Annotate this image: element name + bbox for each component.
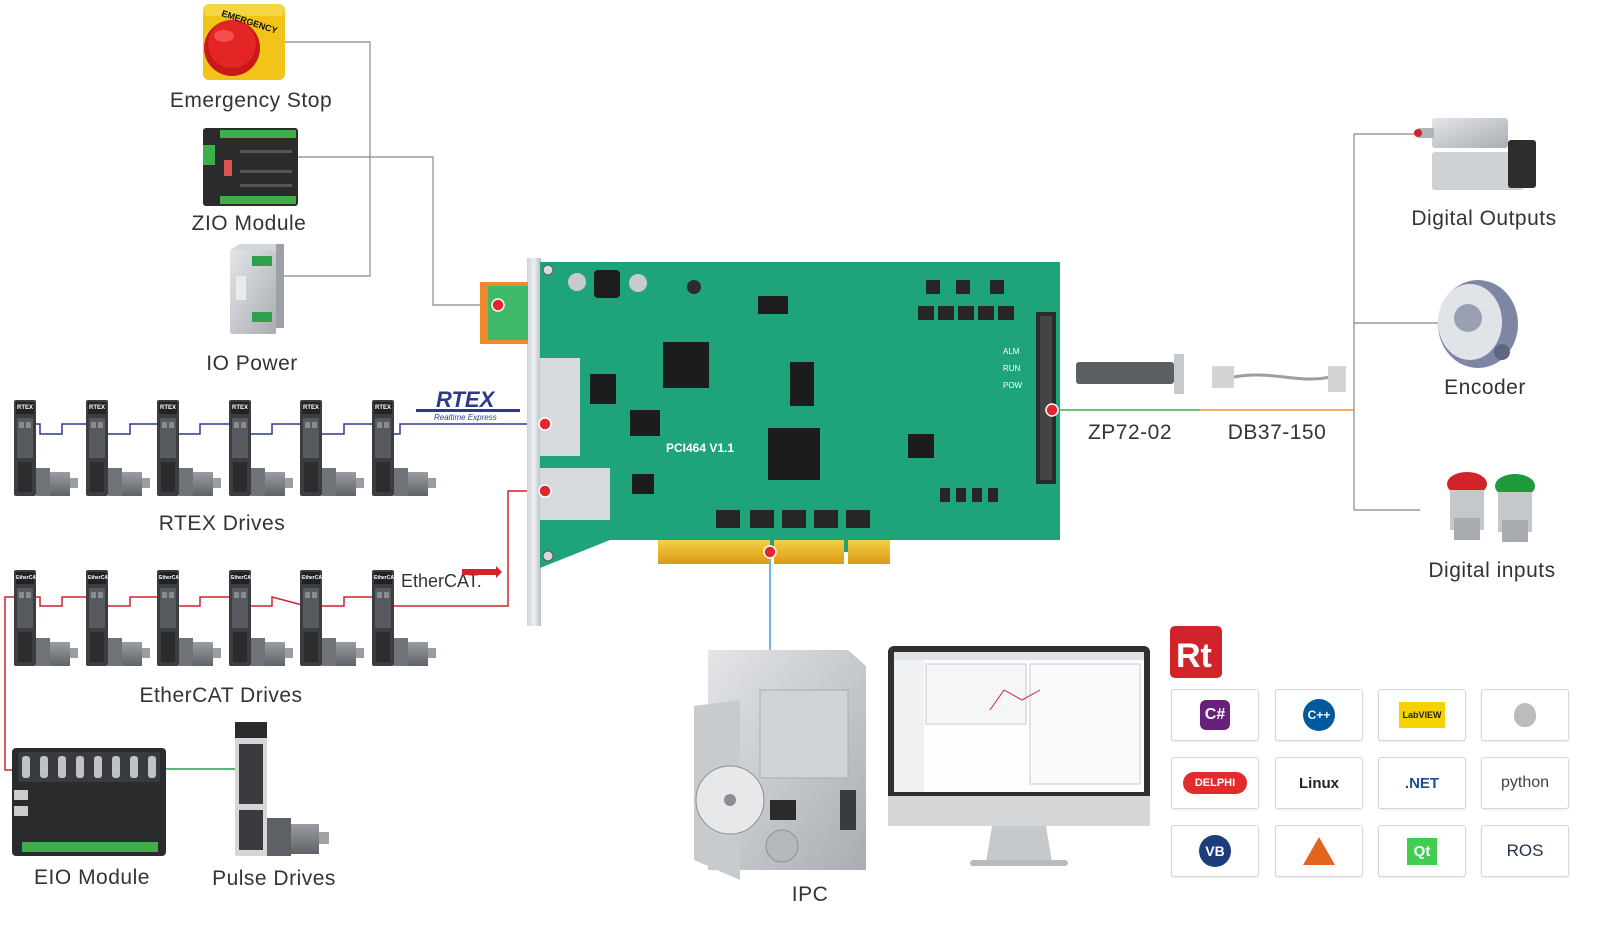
- matlab-icon: [1303, 837, 1335, 865]
- vb-logo-tile: VB: [1171, 825, 1259, 877]
- zp72-cable-icon: [1076, 354, 1184, 394]
- svg-text:EtherCAT.: EtherCAT.: [401, 571, 482, 591]
- dotnet-icon: .NET: [1404, 774, 1440, 792]
- svg-text:RTEX: RTEX: [160, 405, 176, 411]
- rtex-drive-group: [14, 400, 436, 496]
- digital-outputs-label: Digital Outputs: [1411, 207, 1557, 230]
- eio-module-label: EIO Module: [34, 866, 150, 889]
- ethercat-drive: [86, 570, 150, 666]
- digital-outputs-icon: [1414, 118, 1536, 190]
- pci-card: PCI464 V1.1 ALM RUN POW: [480, 258, 1060, 626]
- dotnet-logo-tile: .NET: [1378, 757, 1466, 809]
- eio-module-icon: [12, 748, 166, 856]
- labview-logo-tile: LabVIEW: [1378, 689, 1466, 741]
- estop-wire: [280, 41, 371, 277]
- emergency-stop-label: Emergency Stop: [169, 89, 333, 112]
- digital-inputs-icon: [1447, 472, 1535, 542]
- ros-icon: ROS: [1506, 841, 1544, 860]
- ethercat-drives-label: EtherCAT Drives: [139, 684, 303, 707]
- ros-logo-tile: ROS: [1481, 825, 1569, 877]
- rtex-drive: [229, 400, 293, 496]
- labview-icon: LabVIEW: [1399, 702, 1445, 728]
- vb-icon: VB: [1199, 835, 1231, 867]
- ethercat-drive: [157, 570, 221, 666]
- encoder-label: Encoder: [1444, 376, 1526, 399]
- digital-inputs-label: Digital inputs: [1428, 559, 1556, 582]
- rtex-drive: [86, 400, 150, 496]
- csharp-icon: C#: [1200, 700, 1230, 730]
- board-name: PCI464 V1.1: [666, 441, 734, 455]
- cpp-icon: C++: [1303, 699, 1335, 731]
- db37-cable-icon: [1212, 366, 1346, 392]
- svg-text:RTEX: RTEX: [436, 387, 496, 412]
- svg-text:Rt: Rt: [1176, 637, 1212, 675]
- rtex-drive: [157, 400, 221, 496]
- ipc-label: IPC: [791, 883, 829, 906]
- csharp-logo-tile: C#: [1171, 689, 1259, 741]
- pulse-drives-label: Pulse Drives: [212, 867, 336, 890]
- ethercat-drive: [229, 570, 293, 666]
- apple-icon: [1514, 703, 1536, 727]
- delphi-logo-tile: DELPHI: [1171, 757, 1259, 809]
- linux-icon: Linux: [1299, 774, 1339, 792]
- svg-text:EtherCAT: EtherCAT: [159, 575, 182, 581]
- svg-text:EtherCAT: EtherCAT: [374, 575, 397, 581]
- apple-logo-tile: [1481, 689, 1569, 741]
- svg-text:RTEX: RTEX: [89, 405, 105, 411]
- rtex-logo: RTEX Realtime Express: [416, 387, 520, 422]
- svg-text:RTEX: RTEX: [232, 405, 248, 411]
- ipc-icon: [694, 650, 866, 880]
- svg-text:RTEX: RTEX: [375, 405, 391, 411]
- ethercat-logo: EtherCAT.: [401, 566, 502, 591]
- svg-text:EtherCAT: EtherCAT: [88, 575, 111, 581]
- python-icon: python: [1500, 774, 1550, 791]
- pulse-drive-icon: [235, 722, 329, 856]
- db37-label: DB37-150: [1227, 421, 1327, 444]
- rtex-drive-badges: RTEX RTEX RTEX RTEX RTEX RTEX: [17, 405, 391, 411]
- emergency-stop-icon: EMERGENCY: [203, 4, 285, 80]
- zio-module-icon: [203, 128, 298, 206]
- linux-logo-tile: Linux: [1275, 757, 1363, 809]
- rtex-drive: [300, 400, 364, 496]
- cpp-logo-tile: C++: [1275, 689, 1363, 741]
- svg-text:RTEX: RTEX: [303, 405, 319, 411]
- svg-text:Realtime Express: Realtime Express: [434, 413, 497, 422]
- svg-text:EtherCAT: EtherCAT: [231, 575, 254, 581]
- matlab-logo-tile: [1275, 825, 1363, 877]
- io-power-label: IO Power: [206, 352, 298, 375]
- zio-wire: [298, 156, 480, 306]
- ethercat-drive: [14, 570, 78, 666]
- zp72-label: ZP72-02: [1087, 421, 1173, 444]
- qt-logo-tile: Qt: [1378, 825, 1466, 877]
- rtex-drive: [14, 400, 78, 496]
- io-power-icon: [230, 244, 284, 334]
- qt-icon: Qt: [1406, 837, 1438, 865]
- svg-text:EtherCAT: EtherCAT: [302, 575, 325, 581]
- monitor-icon: [888, 646, 1150, 866]
- rtex-drives-label: RTEX Drives: [158, 512, 286, 535]
- rtex-drive: [372, 400, 436, 496]
- led-pow: POW: [1003, 381, 1023, 390]
- ethercat-drive-group: [14, 570, 436, 666]
- ethercat-drive-badges: EtherCAT EtherCAT EtherCAT EtherCAT Ethe…: [16, 575, 397, 581]
- python-logo-tile: python: [1481, 757, 1569, 809]
- ethercat-drive: [300, 570, 364, 666]
- led-alm: ALM: [1003, 347, 1020, 356]
- zio-module-label: ZIO Module: [191, 212, 307, 235]
- encoder-icon: [1438, 280, 1518, 368]
- svg-text:RTEX: RTEX: [17, 405, 33, 411]
- rt-logo: Rt: [1170, 626, 1222, 678]
- svg-text:EtherCAT: EtherCAT: [16, 575, 39, 581]
- io-bus-right: [1353, 133, 1420, 511]
- delphi-icon: DELPHI: [1182, 772, 1248, 794]
- led-run: RUN: [1003, 364, 1021, 373]
